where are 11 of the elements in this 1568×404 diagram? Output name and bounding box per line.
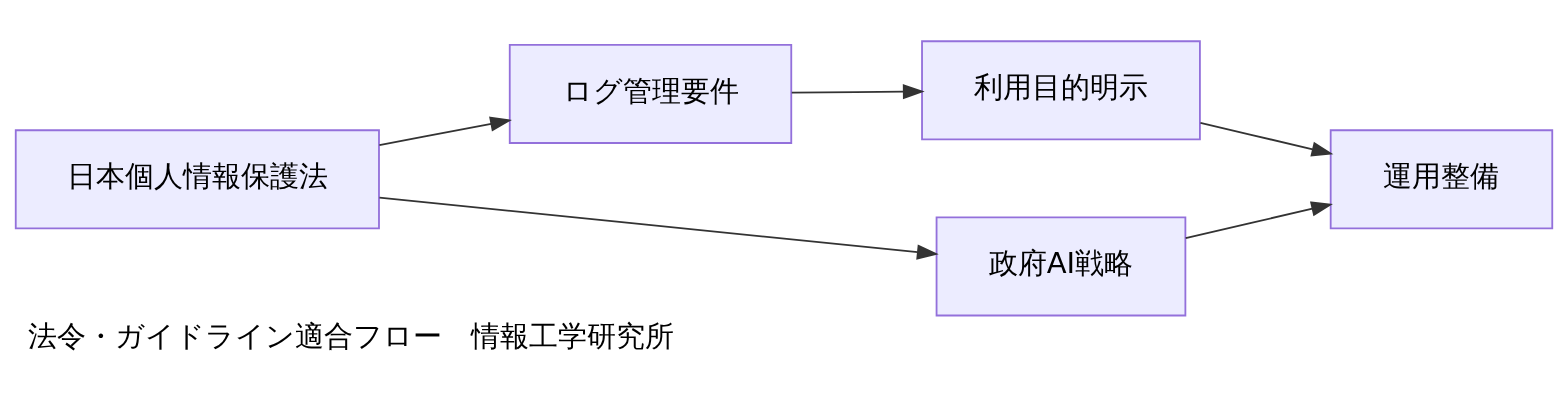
arrow	[378, 116, 512, 146]
arrow	[378, 196, 939, 260]
arrow	[790, 84, 925, 100]
node-box: 利用目的明示	[921, 40, 1201, 141]
caption: 法令・ガイドライン適合フロー 情報工学研究所	[27, 319, 674, 354]
node-box: 運用整備	[1329, 129, 1554, 230]
arrow	[1184, 201, 1333, 239]
node-box: ログ管理要件	[508, 44, 793, 144]
arrow	[1199, 121, 1334, 157]
node-box: 政府AI戦略	[935, 216, 1187, 317]
node-box: 日本個人情報保護法	[14, 129, 380, 230]
